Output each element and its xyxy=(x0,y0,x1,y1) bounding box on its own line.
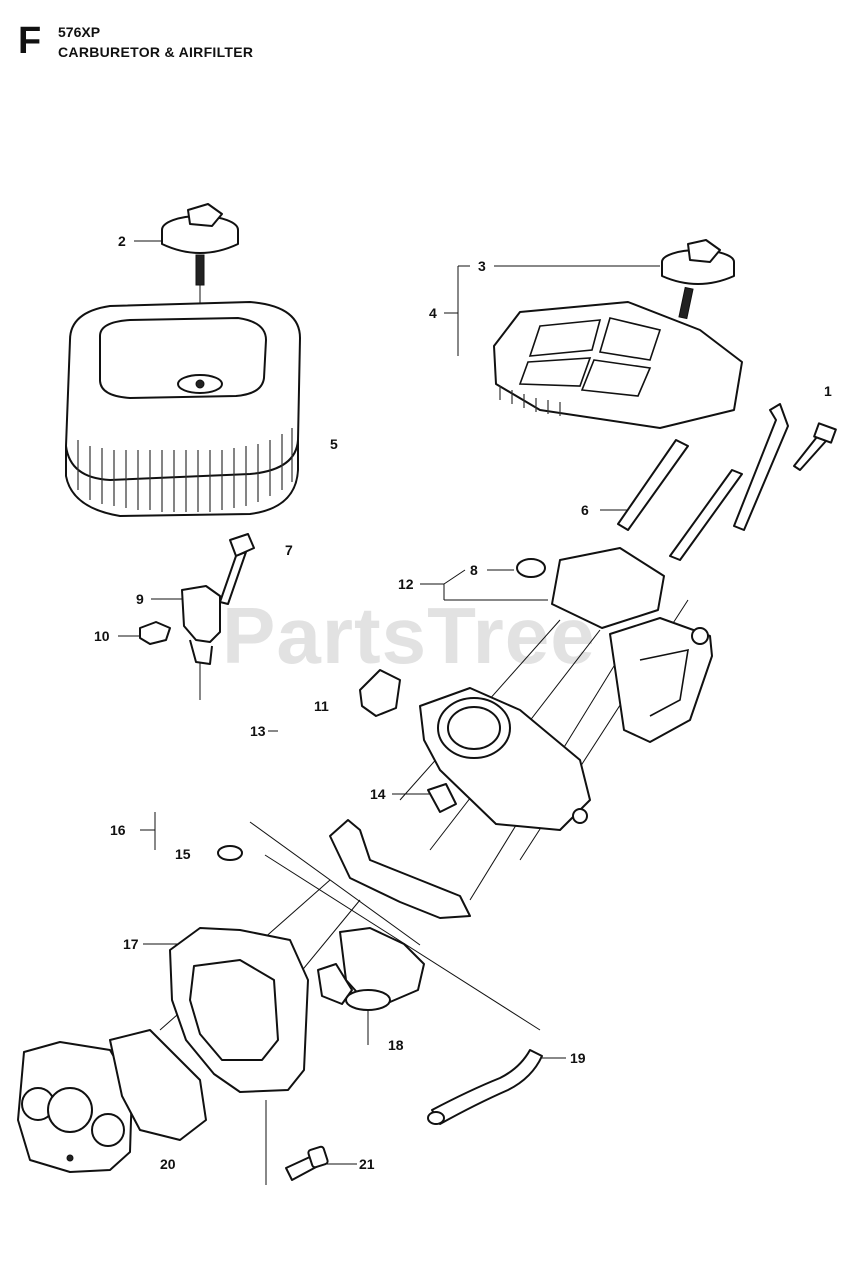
callout-11[interactable]: 11 xyxy=(314,698,329,714)
callout-4[interactable]: 4 xyxy=(429,305,437,321)
intake-elbow-part xyxy=(329,783,471,919)
carburetor-part xyxy=(359,547,713,831)
airfilter-cover-part xyxy=(493,239,743,429)
callout-7[interactable]: 7 xyxy=(285,542,293,558)
callout-3[interactable]: 3 xyxy=(478,258,486,274)
callout-10[interactable]: 10 xyxy=(94,628,110,644)
diagram-title: CARBURETOR & AIRFILTER xyxy=(58,44,254,60)
section-letter: F xyxy=(18,20,42,62)
screw-part xyxy=(285,1145,329,1181)
callout-2[interactable]: 2 xyxy=(118,233,126,249)
callout-17[interactable]: 17 xyxy=(123,936,139,952)
air-filter-part xyxy=(65,301,301,517)
watermark: PartsTree xyxy=(222,591,596,680)
model-number: 576XP xyxy=(58,24,101,40)
intake-boot-part xyxy=(317,927,425,1011)
callout-1[interactable]: 1 xyxy=(824,383,832,399)
callout-18[interactable]: 18 xyxy=(388,1037,404,1053)
callout-5[interactable]: 5 xyxy=(330,436,338,452)
fuel-hose-part xyxy=(427,1049,543,1125)
callout-13[interactable]: 13 xyxy=(250,723,266,739)
callout-16[interactable]: 16 xyxy=(110,822,126,838)
intake-manifold-part xyxy=(17,1029,207,1173)
callout-9[interactable]: 9 xyxy=(136,591,144,607)
callout-14[interactable]: 14 xyxy=(370,786,386,802)
bolts-part xyxy=(516,403,837,578)
airfilter-knob-part xyxy=(161,203,239,286)
callout-6[interactable]: 6 xyxy=(581,502,589,518)
callout-19[interactable]: 19 xyxy=(570,1050,586,1066)
bracket-part xyxy=(139,533,255,665)
callout-8[interactable]: 8 xyxy=(470,562,478,578)
plug-part xyxy=(217,845,243,861)
callout-12[interactable]: 12 xyxy=(398,576,414,592)
callout-15[interactable]: 15 xyxy=(175,846,191,862)
callout-20[interactable]: 20 xyxy=(160,1156,176,1172)
gasket-frame-part xyxy=(169,927,309,1093)
callout-21[interactable]: 21 xyxy=(359,1156,375,1172)
